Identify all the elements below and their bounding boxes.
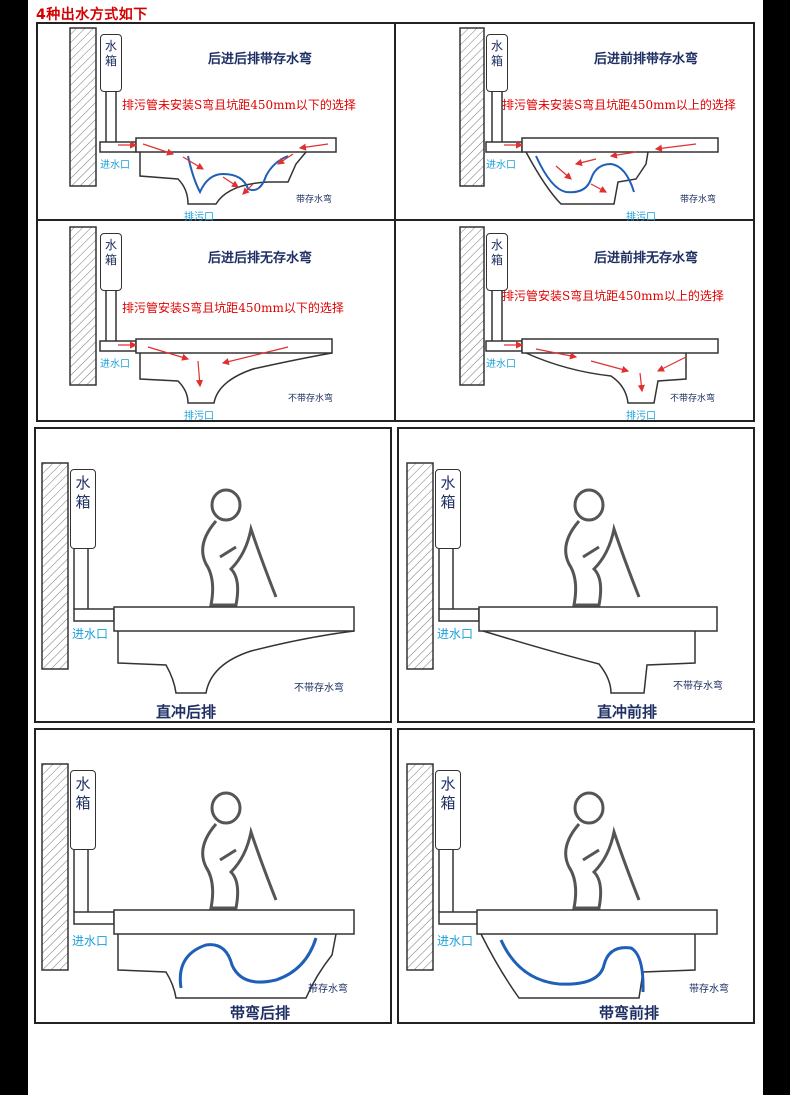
inlet-label: 进水口 — [72, 934, 109, 948]
toilet-squat-diagram-4 — [406, 763, 718, 999]
water-tank: 水箱 — [100, 34, 122, 92]
toilet-squat-diagram-1 — [41, 462, 355, 694]
trap-label: 不带存水弯 — [288, 394, 334, 404]
toilet-diagram-3 — [69, 226, 333, 404]
panel-direct-rear: 水箱 进水口 不带存水弯 直冲后排 — [34, 427, 392, 723]
top-frame-divider-v — [394, 22, 396, 422]
water-tank: 水箱 — [486, 34, 508, 92]
panel-note: 排污管安装S弯且坑距450mm以上的选择 — [502, 289, 724, 303]
top-panel-rear-rear-notrap: 水箱 后进后排无存水弯 排污管安装S弯且坑距450mm以下的选择 进水口 排污口… — [38, 221, 394, 422]
panel-title: 后进前排带存水弯 — [594, 52, 699, 67]
inlet-label: 进水口 — [100, 160, 130, 171]
toilet-squat-diagram-2 — [406, 462, 718, 694]
inlet-label: 进水口 — [486, 359, 516, 370]
trap-label: 不带存水弯 — [673, 681, 723, 692]
panel-trap-front: 水箱 进水口 带存水弯 带弯前排 — [397, 728, 755, 1024]
panel-title: 后进前排无存水弯 — [594, 251, 699, 266]
panel-title: 后进后排无存水弯 — [208, 251, 313, 266]
panel-note: 排污管未安装S弯且坑距450mm以上的选择 — [502, 98, 736, 112]
water-tank: 水箱 — [486, 233, 508, 291]
page-title: 4种出水方式如下 — [36, 7, 148, 23]
top-panel-rear-front-notrap: 水箱 后进前排无存水弯 排污管安装S弯且坑距450mm以上的选择 进水口 排污口… — [396, 221, 754, 422]
panel-caption: 直冲前排 — [597, 703, 658, 721]
outlet-label: 排污口 — [184, 212, 214, 223]
water-tank: 水箱 — [70, 469, 96, 549]
panel-caption: 直冲后排 — [156, 703, 217, 721]
wall — [69, 27, 97, 187]
panel-caption: 带弯后排 — [230, 1004, 291, 1022]
toilet-diagram-1 — [69, 27, 337, 205]
toilet-diagram-2 — [459, 27, 719, 205]
inlet-label: 进水口 — [437, 627, 474, 641]
panel-note: 排污管安装S弯且坑距450mm以下的选择 — [122, 301, 344, 315]
trap-label: 不带存水弯 — [670, 394, 716, 404]
trap-label: 带存水弯 — [680, 195, 717, 205]
squatting-figure — [201, 488, 278, 607]
inlet-label: 进水口 — [72, 627, 109, 641]
trap-label: 带存水弯 — [308, 984, 348, 995]
top-panel-rear-front-trap: 水箱 后进前排带存水弯 排污管未安装S弯且坑距450mm以上的选择 进水口 排污… — [396, 24, 754, 223]
outlet-label: 排污口 — [626, 212, 656, 223]
trap-flow-line — [187, 155, 289, 195]
inlet-label: 进水口 — [100, 359, 130, 370]
panel-direct-front: 水箱 进水口 不带存水弯 直冲前排 — [397, 427, 755, 723]
trap-flow-line — [178, 937, 318, 989]
trap-label: 带存水弯 — [296, 195, 333, 205]
panel-title: 后进后排带存水弯 — [208, 52, 313, 67]
inlet-label: 进水口 — [486, 160, 516, 171]
trap-label: 带存水弯 — [689, 984, 729, 995]
inlet-label: 进水口 — [437, 934, 474, 948]
top-panel-rear-rear-trap: 水箱 后进后排带存水弯 排污管未安装S弯且坑距450mm以下的选择 进水口 排污… — [38, 24, 394, 223]
water-tank: 水箱 — [70, 770, 96, 850]
water-tank: 水箱 — [435, 770, 461, 850]
outlet-label: 排污口 — [184, 411, 214, 422]
water-tank: 水箱 — [100, 233, 122, 291]
water-tank: 水箱 — [435, 469, 461, 549]
toilet-bowl — [139, 151, 307, 205]
toilet-rim — [135, 137, 337, 153]
toilet-diagram-4 — [459, 226, 719, 404]
outlet-label: 排污口 — [626, 411, 656, 422]
top-frame-divider-h — [36, 219, 755, 221]
toilet-squat-diagram-3 — [41, 763, 355, 999]
panel-caption: 带弯前排 — [599, 1004, 660, 1022]
panel-note: 排污管未安装S弯且坑距450mm以下的选择 — [122, 98, 356, 112]
trap-label: 不带存水弯 — [294, 683, 344, 694]
panel-trap-rear: 水箱 进水口 带存水弯 带弯后排 — [34, 728, 392, 1024]
